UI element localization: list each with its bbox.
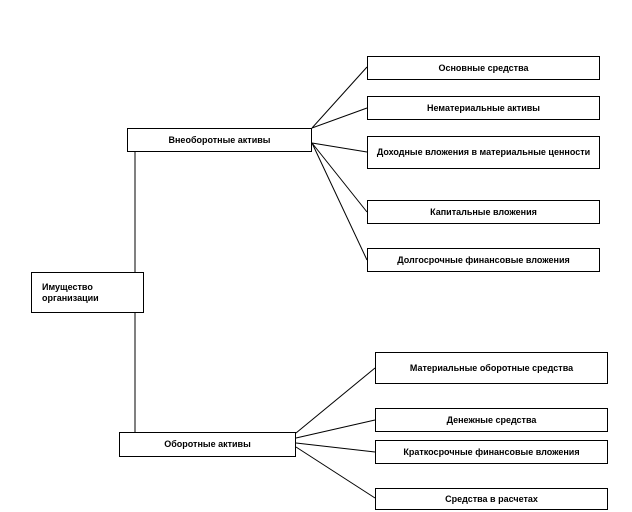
item-short-term-investments: Краткосрочные финансовые вложения <box>375 440 608 464</box>
item-label: Средства в расчетах <box>445 493 538 504</box>
item-label: Денежные средства <box>446 414 537 425</box>
item-receivables: Средства в расчетах <box>375 488 608 510</box>
item-fixed-assets: Основные средства <box>367 56 600 80</box>
root-node-label: Имущество организации <box>42 281 99 303</box>
group-node-current-assets: Оборотные активы <box>119 432 296 457</box>
item-label: Краткосрочные финансовые вложения <box>403 446 580 457</box>
item-income-investments: Доходные вложения в материальные ценност… <box>367 136 600 169</box>
item-label: Долгосрочные финансовые вложения <box>397 254 570 265</box>
group-node-noncurrent-assets: Внеоборотные активы <box>127 128 312 152</box>
root-node-property: Имущество организации <box>31 272 144 313</box>
item-capital-investments: Капитальные вложения <box>367 200 600 224</box>
item-cash: Денежные средства <box>375 408 608 432</box>
item-label: Капитальные вложения <box>430 206 537 217</box>
item-label: Материальные оборотные средства <box>409 362 574 373</box>
item-long-term-investments: Долгосрочные финансовые вложения <box>367 248 600 272</box>
group-label-current: Оборотные активы <box>164 439 251 449</box>
item-label: Нематериальные активы <box>427 102 540 113</box>
item-label: Основные средства <box>438 62 529 73</box>
item-label: Доходные вложения в материальные ценност… <box>376 147 591 157</box>
item-intangible-assets: Нематериальные активы <box>367 96 600 120</box>
group-label-noncurrent: Внеоборотные активы <box>168 134 271 145</box>
item-material-current-assets: Материальные оборотные средства <box>375 352 608 384</box>
